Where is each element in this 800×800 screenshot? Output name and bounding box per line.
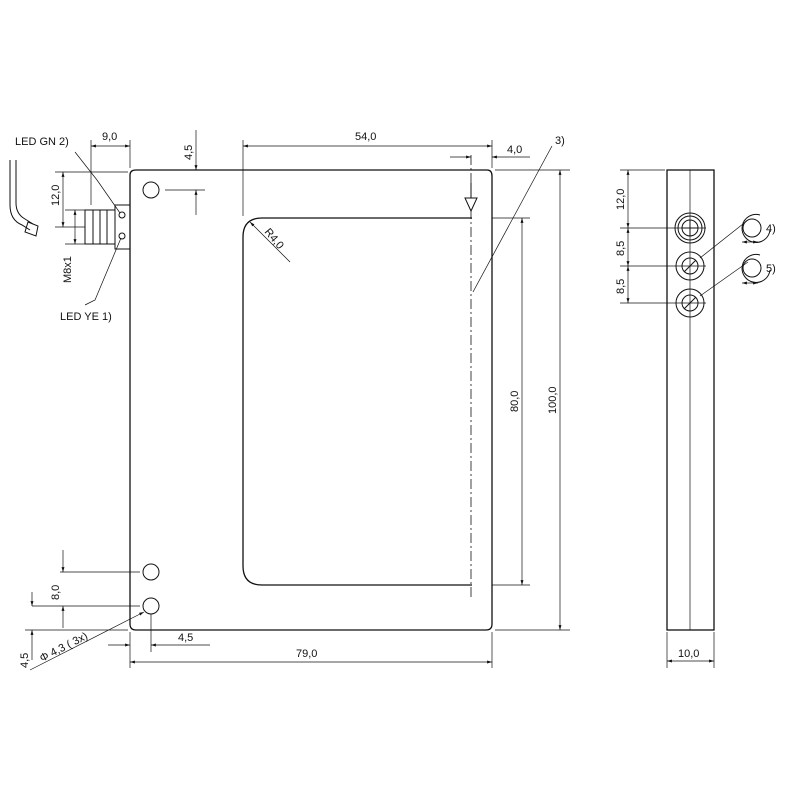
leader-note3 <box>472 145 553 293</box>
fork-opening <box>242 217 472 586</box>
dim-8-0: 8,0 <box>50 585 62 600</box>
led-gn-label: LED GN 2) <box>15 136 69 148</box>
dim-10: 10,0 <box>678 648 699 660</box>
front-view: 9,0 4,5 54,0 4,0 3) 80,0 100,0 R4,0 <box>9 130 570 671</box>
dim-side-8-5-b: 8,5 <box>615 279 627 294</box>
note-4: 4) <box>766 223 776 235</box>
thread-label: M8x1 <box>62 256 74 283</box>
dim-4-0: 4,0 <box>507 144 522 156</box>
note-5: 5) <box>766 263 776 275</box>
side-view: 12,0 8,5 8,5 4) 5) 10,0 <box>615 169 776 668</box>
dim-4-5-left: 4,5 <box>19 653 31 668</box>
leader-radius <box>249 221 291 263</box>
led-ye-label: LED YE 1) <box>60 311 112 323</box>
dim-54: 54,0 <box>355 131 376 143</box>
leader-hole <box>29 611 145 671</box>
dim-4-5-bottom: 4,5 <box>178 632 193 644</box>
rotation-symbol-4: 4) <box>699 213 776 259</box>
cable-icon <box>9 160 39 237</box>
dim-100: 100,0 <box>547 386 559 414</box>
radius-label: R4,0 <box>262 226 286 252</box>
hole-label: Φ 4,3 ( 3x) <box>38 630 90 664</box>
side-body-outline <box>666 169 715 631</box>
note-3: 3) <box>555 135 565 147</box>
leader-led-ye <box>84 237 122 306</box>
dim-79: 79,0 <box>296 648 317 660</box>
led-green <box>118 211 126 219</box>
m8-connector <box>84 204 131 250</box>
dim-side-12: 12,0 <box>615 189 627 210</box>
mounting-hole-bottom <box>142 597 160 615</box>
led-yellow <box>118 232 126 240</box>
light-arrow-head <box>464 197 478 213</box>
dim-80: 80,0 <box>509 391 521 412</box>
mounting-hole-middle <box>142 563 160 581</box>
leader-led-gn <box>74 151 121 214</box>
dim-side-8-5-a: 8,5 <box>615 241 627 256</box>
sensor-body-outline <box>129 169 493 631</box>
mounting-hole-top <box>142 181 160 199</box>
dim-12-left: 12,0 <box>50 185 62 206</box>
rotation-symbol-5: 5) <box>699 253 776 297</box>
dim-4-5-top: 4,5 <box>183 145 195 160</box>
dim-9: 9,0 <box>102 131 117 143</box>
